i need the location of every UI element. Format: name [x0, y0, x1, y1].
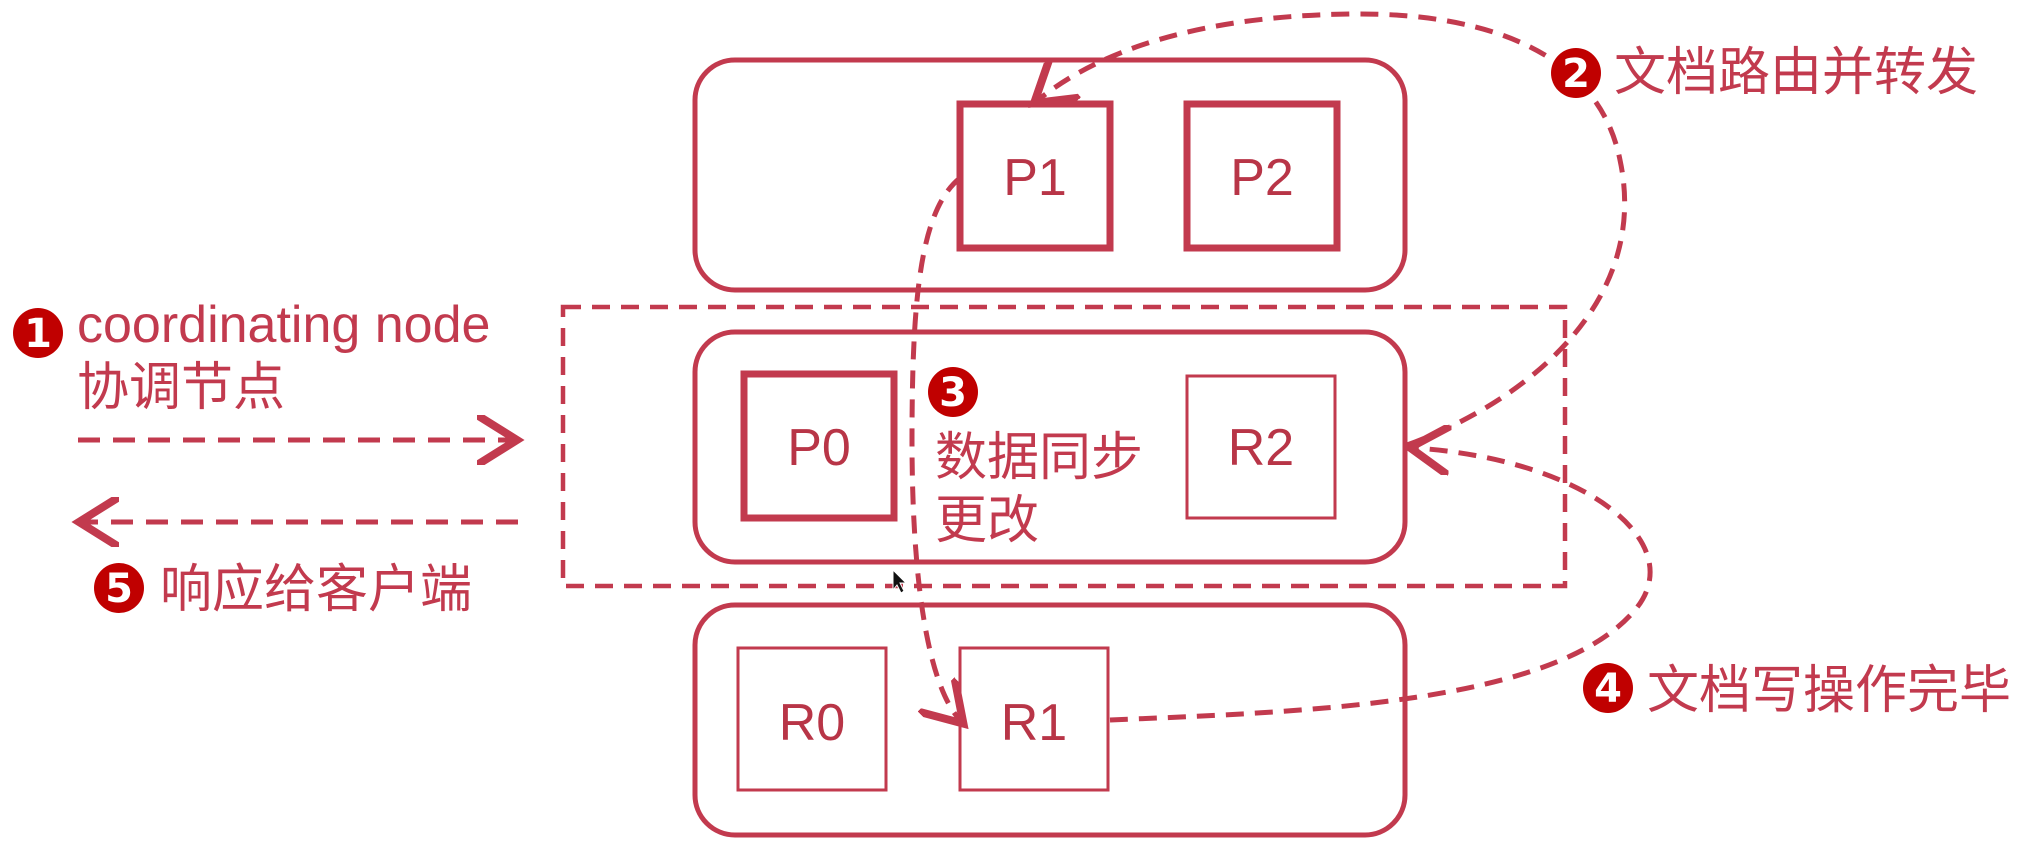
step-4-label: 文档写操作完毕: [1647, 661, 2011, 721]
step-2-number: 2: [1562, 51, 1590, 97]
step-3-label-line2: 更改: [935, 491, 1039, 551]
shard-box-p1: [956, 100, 1114, 252]
arrow-route-to-p1: [1038, 11, 1628, 448]
shard-label-p0: P0: [787, 419, 851, 477]
shard-box-p0: [740, 370, 898, 522]
step-1-number: 1: [24, 311, 52, 357]
shard-label-p2: P2: [1230, 149, 1294, 207]
step-2-label: 文档路由并转发: [1614, 43, 1978, 103]
step-5-number: 5: [105, 566, 133, 612]
step-2-badge: [1551, 48, 1601, 98]
arrow-sync-p1-to-r1: [909, 176, 960, 720]
shard-label-r2: R2: [1228, 419, 1294, 477]
shard-box-r0: [736, 646, 888, 792]
coordinating-node-boundary: [560, 304, 1568, 589]
step-4-number: 4: [1594, 666, 1622, 712]
step-1-label-en: coordinating node: [77, 296, 490, 354]
mouse-cursor-icon: [892, 568, 908, 594]
step-1-label-zh: 协调节点: [77, 358, 285, 418]
step-3-badge: [928, 367, 978, 417]
step-3-number: 3: [939, 370, 967, 416]
shard-label-r1: R1: [1001, 694, 1067, 752]
step-1-badge: [13, 308, 63, 358]
node-3-container: [692, 602, 1408, 838]
step-3-label-line1: 数据同步: [935, 428, 1143, 488]
shard-label-r0: R0: [779, 694, 845, 752]
arrow-r1-complete: [1109, 448, 1653, 723]
shard-box-r2: [1185, 374, 1337, 520]
shard-label-p1: P1: [1003, 149, 1067, 207]
step-4-badge: [1583, 663, 1633, 713]
step-5-label: 响应给客户端: [160, 560, 472, 620]
step-5-badge: [94, 563, 144, 613]
shard-box-p2: [1183, 100, 1341, 252]
